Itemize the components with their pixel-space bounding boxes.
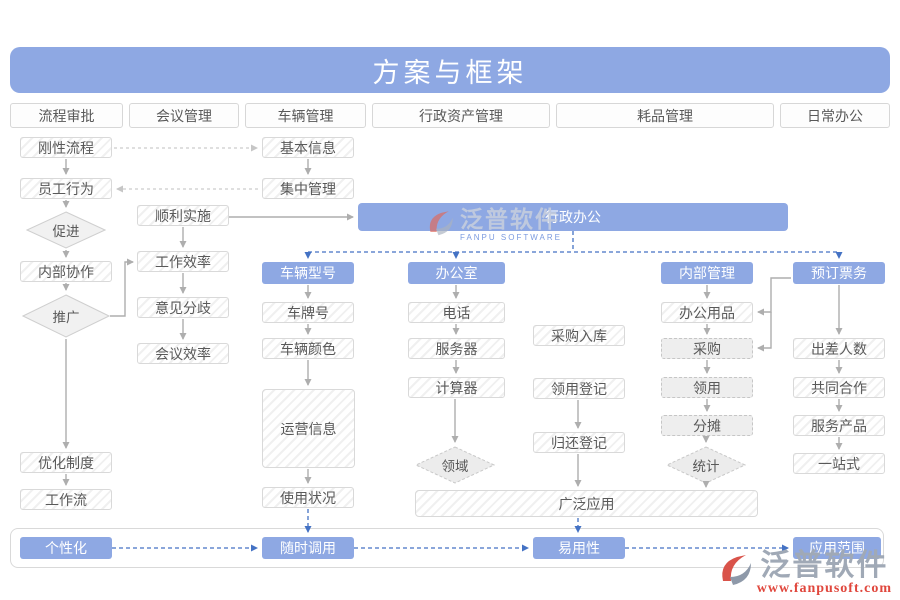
- node-central-mgmt: 集中管理: [262, 178, 354, 199]
- diamond-shape: [415, 446, 495, 484]
- decision-spread: 推广: [22, 294, 110, 338]
- tab-vehicle-mgmt[interactable]: 车辆管理: [245, 103, 366, 128]
- watermark-subtitle: FANPU SOFTWARE: [460, 233, 562, 242]
- diamond-shape: [22, 294, 110, 338]
- node-ticket-booking: 预订票务: [793, 262, 885, 284]
- node-requisition-register: 领用登记: [533, 378, 625, 399]
- tab-daily-office[interactable]: 日常办公: [780, 103, 890, 128]
- node-cooperation: 共同合作: [793, 377, 885, 398]
- vendor-brand: 泛普软件: [760, 549, 889, 582]
- node-operation-info: 运营信息: [262, 389, 355, 468]
- node-one-stop: 一站式: [793, 453, 885, 474]
- node-application-scope: 应用范围: [793, 537, 881, 559]
- node-calculator: 计算器: [408, 377, 505, 398]
- fanpu-logo-icon: [429, 211, 453, 236]
- node-apportion: 分摊: [661, 415, 753, 436]
- diamond-shape: [26, 211, 106, 249]
- fanpu-logo-icon: [722, 555, 751, 585]
- node-server: 服务器: [408, 338, 505, 359]
- decision-domain-field: 领域: [415, 446, 495, 484]
- decision-statistics: 统计: [666, 446, 746, 484]
- vendor-url: www.fanpusoft.com: [756, 581, 892, 596]
- node-work-efficiency: 工作效率: [137, 251, 229, 272]
- gray-dashed-arrows: [114, 144, 258, 193]
- node-smooth-impl: 顺利实施: [137, 205, 229, 226]
- node-internal-mgmt: 内部管理: [661, 262, 753, 284]
- node-optimize-system: 优化制度: [20, 452, 112, 473]
- title-banner: 方案与框架: [10, 47, 890, 93]
- node-meeting-efficiency: 会议效率: [137, 343, 229, 364]
- tab-meeting-mgmt[interactable]: 会议管理: [129, 103, 239, 128]
- node-basic-info: 基本信息: [262, 137, 354, 158]
- node-vehicle-model: 车辆型号: [262, 262, 354, 284]
- node-usability: 易用性: [533, 537, 625, 559]
- node-phone: 电话: [408, 302, 505, 323]
- node-anytime-call: 随时调用: [262, 537, 354, 559]
- node-office-supplies: 办公用品: [661, 302, 753, 323]
- node-return-register: 归还登记: [533, 432, 625, 453]
- tab-process-approval[interactable]: 流程审批: [10, 103, 123, 128]
- tab-consumables-mgmt[interactable]: 耗品管理: [556, 103, 774, 128]
- node-wide-application: 广泛应用: [415, 490, 758, 517]
- node-employee-behavior: 员工行为: [20, 178, 112, 199]
- decision-promote: 促进: [26, 211, 106, 249]
- watermark-brand: 泛普软件: [460, 207, 560, 232]
- node-travel-count: 出差人数: [793, 338, 885, 359]
- node-service-product: 服务产品: [793, 415, 885, 436]
- node-office: 办公室: [408, 262, 505, 284]
- node-admin-office: 行政办公: [358, 203, 788, 231]
- node-internal-collab: 内部协作: [20, 261, 112, 282]
- node-usage-status: 使用状况: [262, 487, 354, 508]
- node-plate-number: 车牌号: [262, 302, 354, 323]
- node-opinion-divergence: 意见分歧: [137, 297, 229, 318]
- page-title: 方案与框架: [372, 57, 528, 88]
- node-personalization: 个性化: [20, 537, 112, 559]
- center-watermark: 泛普软件 FANPU SOFTWARE: [424, 208, 562, 242]
- vendor-logo: 泛普软件 www.fanpusoft.com: [715, 551, 892, 596]
- node-purchase: 采购: [661, 338, 753, 359]
- tab-admin-asset-mgmt[interactable]: 行政资产管理: [372, 103, 550, 128]
- node-requisition: 领用: [661, 377, 753, 398]
- node-purchase-inbound: 采购入库: [533, 325, 625, 346]
- node-vehicle-color: 车辆颜色: [262, 338, 354, 359]
- node-rigid-process: 刚性流程: [20, 137, 112, 158]
- node-workflow: 工作流: [20, 489, 112, 510]
